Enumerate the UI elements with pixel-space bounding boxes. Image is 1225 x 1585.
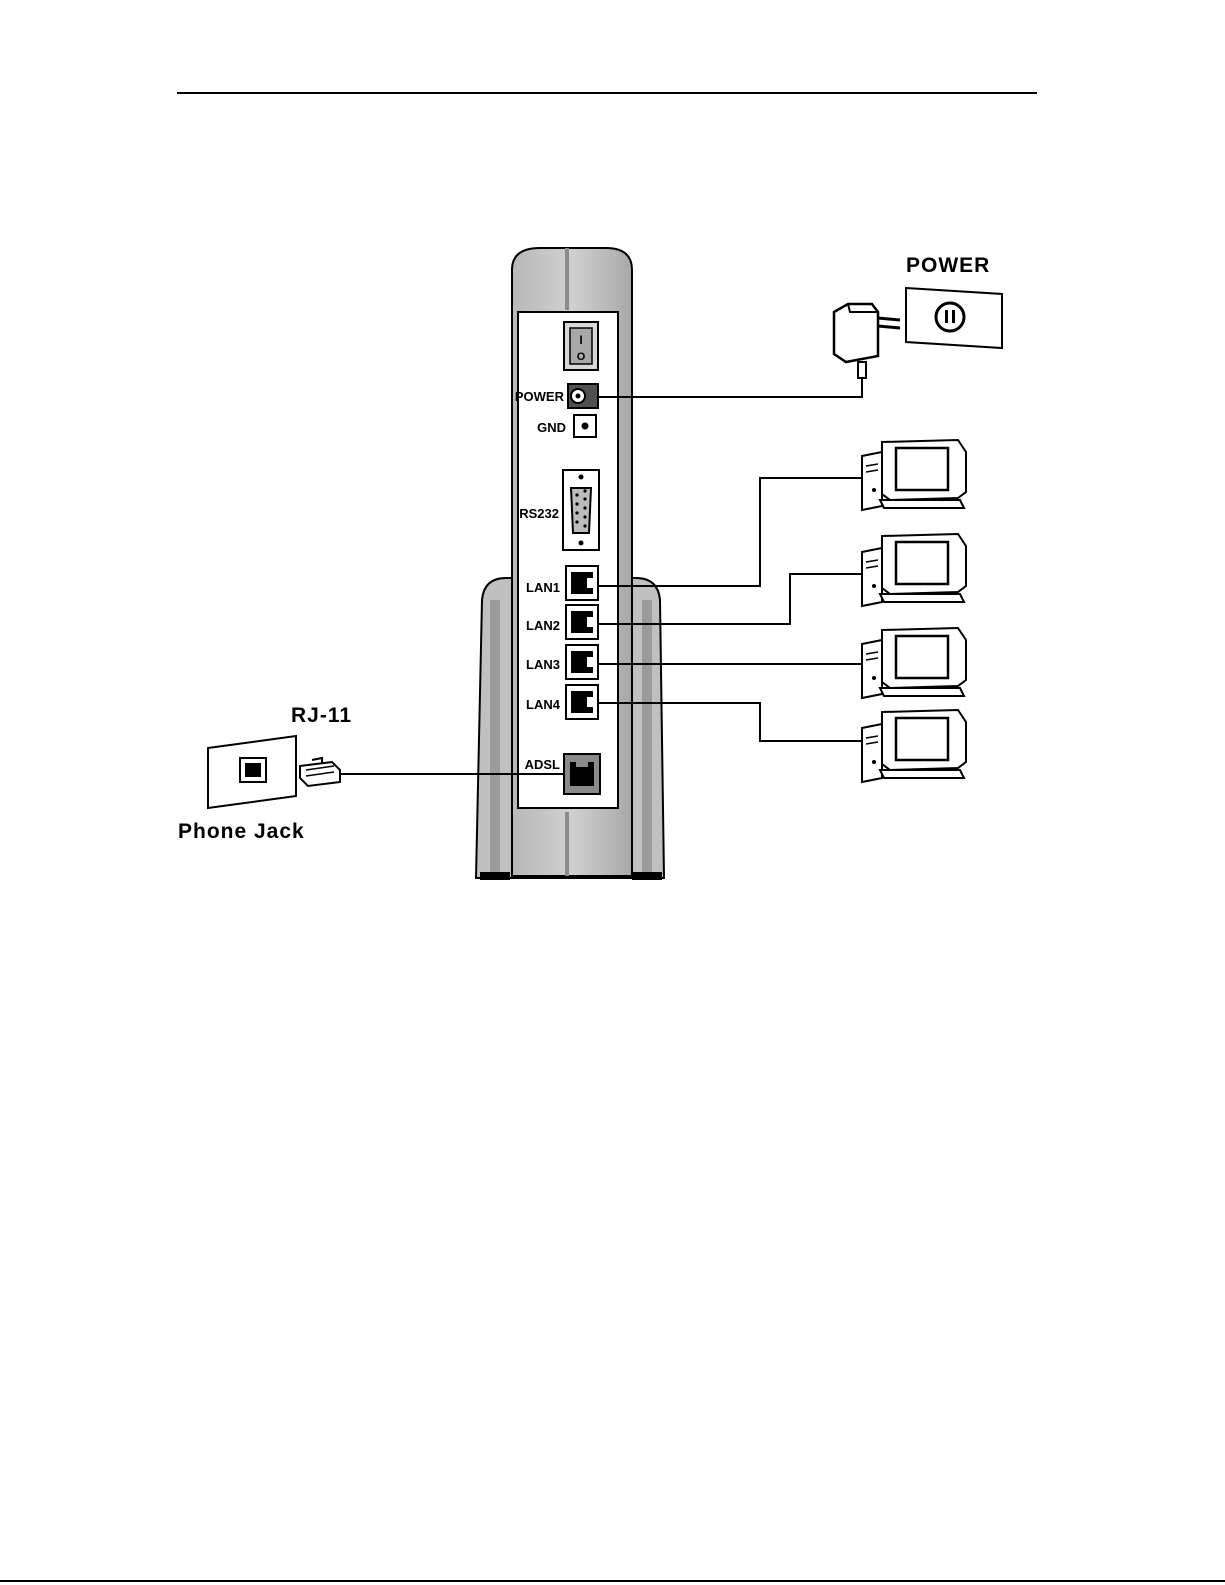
footer-rule bbox=[0, 1580, 1225, 1582]
computer-4 bbox=[862, 710, 966, 782]
gnd-label: GND bbox=[537, 420, 566, 435]
lan3-label: LAN3 bbox=[526, 657, 560, 672]
lan1-cable bbox=[598, 478, 862, 586]
computer-1 bbox=[862, 440, 966, 510]
adsl-port[interactable] bbox=[564, 754, 600, 794]
stand-shade-left bbox=[490, 600, 500, 875]
switch-off-symbol: O bbox=[577, 351, 586, 363]
phone-jack-plate bbox=[208, 736, 296, 808]
housing-groove-bottom bbox=[565, 812, 569, 876]
stand-shade-right bbox=[642, 600, 652, 875]
lan4-port[interactable] bbox=[566, 685, 598, 719]
rj11-plug-icon bbox=[300, 758, 340, 786]
lan2-label: LAN2 bbox=[526, 618, 560, 633]
gnd-terminal[interactable] bbox=[574, 415, 596, 437]
wall-outlet bbox=[906, 288, 1002, 348]
foot-right bbox=[632, 872, 662, 880]
lan3-port[interactable] bbox=[566, 645, 598, 679]
lan1-label: LAN1 bbox=[526, 580, 560, 595]
rs232-label: RS232 bbox=[519, 506, 559, 521]
adsl-label: ADSL bbox=[525, 757, 560, 772]
power-switch[interactable]: I O bbox=[564, 322, 598, 370]
foot-left bbox=[480, 872, 510, 880]
housing-groove-top bbox=[565, 248, 569, 310]
computer-3 bbox=[862, 628, 966, 698]
lan4-label: LAN4 bbox=[526, 697, 561, 712]
lan1-port[interactable] bbox=[566, 566, 598, 600]
router-device: I O POWER GND RS232 bbox=[476, 248, 664, 880]
computer-2 bbox=[862, 534, 966, 606]
lan2-port[interactable] bbox=[566, 605, 598, 639]
power-cable bbox=[598, 378, 862, 397]
rj11-label: RJ-11 bbox=[291, 704, 352, 727]
phone-jack-label: Phone Jack bbox=[178, 820, 305, 843]
power-jack-port[interactable] bbox=[568, 384, 598, 408]
switch-on-symbol: I bbox=[579, 333, 582, 347]
power-port-label: POWER bbox=[515, 389, 565, 404]
rs232-port[interactable] bbox=[563, 470, 599, 550]
power-adapter-icon bbox=[834, 304, 900, 378]
power-outlet-label: POWER bbox=[906, 254, 990, 277]
